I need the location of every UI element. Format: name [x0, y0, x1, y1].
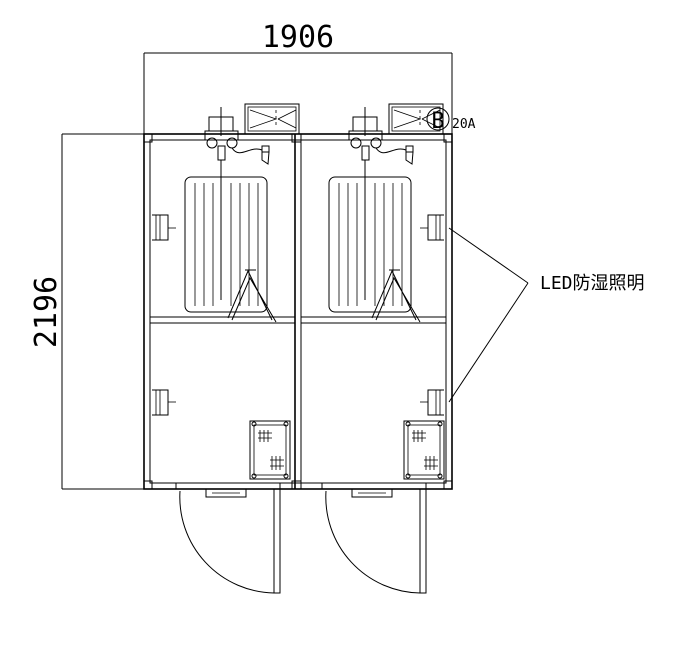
folding-door-left	[220, 188, 277, 323]
breaker-symbol: B 20A	[426, 107, 476, 134]
folding-door-right	[364, 188, 421, 323]
floor-grate-left	[184, 176, 268, 313]
vent-panel-right	[403, 420, 445, 480]
water-heater-right	[388, 103, 444, 135]
lighting-label: LED防湿照明	[540, 273, 645, 294]
door-right	[321, 482, 427, 594]
light-icon	[152, 214, 176, 241]
shower-unit-right	[328, 103, 444, 323]
outer-walls	[143, 133, 453, 490]
dimension-height: 2196	[29, 133, 144, 490]
vent-panel-left	[249, 420, 291, 480]
light-icon	[420, 389, 444, 416]
breaker-letter: B	[431, 109, 444, 134]
faucet-left	[204, 107, 270, 188]
lighting-leader: LED防湿照明	[448, 227, 645, 403]
faucet-right	[348, 107, 414, 188]
light-icon	[420, 214, 444, 241]
dimension-height-label: 2196	[29, 276, 64, 348]
breaker-rating: 20A	[452, 117, 476, 132]
floor-grate-right	[328, 176, 412, 313]
shower-unit-left	[184, 103, 300, 323]
lights	[152, 214, 444, 416]
dimension-width-label: 1906	[262, 20, 334, 55]
dimension-width: 1906	[143, 20, 453, 134]
light-icon	[152, 389, 176, 416]
door-left	[175, 482, 281, 594]
water-heater-left	[244, 103, 300, 135]
